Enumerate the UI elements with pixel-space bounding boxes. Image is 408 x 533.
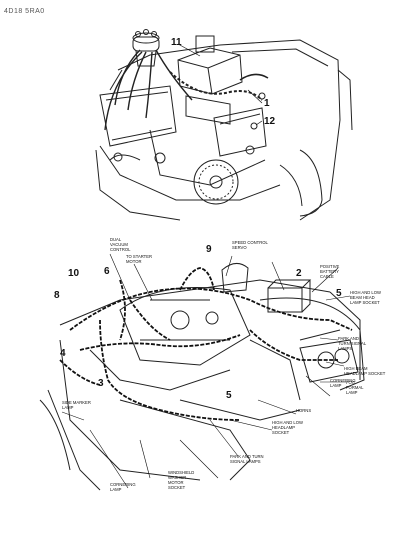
caption-dual-vacuum: DUAL VACUUM CONTROL <box>110 237 131 252</box>
callout-11: 11 <box>171 37 182 48</box>
svg-text:MOTOR: MOTOR <box>126 259 142 264</box>
caption-cornering-left: CORNERING LAMP <box>110 482 136 492</box>
svg-text:SPEED CONTROL: SPEED CONTROL <box>232 240 269 245</box>
caption-horns: HORNS <box>296 408 311 413</box>
callout-1: 1 <box>264 98 270 109</box>
callout-10: 10 <box>68 268 80 279</box>
svg-text:CORNERING: CORNERING <box>110 482 136 487</box>
bottom-engine-illustration <box>39 263 365 491</box>
bottom-leader-lines <box>61 253 351 489</box>
svg-text:LAMP: LAMP <box>110 487 122 492</box>
svg-text:WASHER: WASHER <box>168 475 186 480</box>
caption-fog: FOG FORMAL LAMP <box>346 380 364 395</box>
svg-text:SOCKET: SOCKET <box>272 430 290 435</box>
callout-12: 12 <box>264 116 276 127</box>
svg-text:TURN SIGNAL: TURN SIGNAL <box>338 341 367 346</box>
wiring-harness <box>59 267 353 421</box>
caption-headlamp-high-low: HIGH AND LOW HEADLAMP SOCKET <box>272 420 303 435</box>
svg-text:BEAM HEAD: BEAM HEAD <box>350 295 375 300</box>
svg-text:LAMP SOCKET: LAMP SOCKET <box>350 300 380 305</box>
svg-text:FOG: FOG <box>346 380 355 385</box>
svg-text:SOCKET: SOCKET <box>168 485 186 490</box>
caption-park-turn-lamps: PARK AND TURN SIGNAL LAMPS <box>230 454 264 464</box>
callout-5-top: 5 <box>336 288 342 299</box>
svg-text:SIDE MARKER: SIDE MARKER <box>62 400 91 405</box>
caption-side-marker: SIDE MARKER LAMP <box>62 400 91 410</box>
caption-to-starter: TO STARTER MOTOR <box>126 254 152 264</box>
callout-9: 9 <box>206 244 212 255</box>
svg-text:CONTROL: CONTROL <box>110 247 131 252</box>
svg-text:BATTERY: BATTERY <box>320 269 339 274</box>
svg-text:MOTOR: MOTOR <box>168 480 184 485</box>
svg-text:HIGH AND LOW: HIGH AND LOW <box>272 420 303 425</box>
caption-high-beam-socket: HIGH BEAM HEADLAMP SOCKET <box>344 366 386 376</box>
svg-text:TO STARTER: TO STARTER <box>126 254 152 259</box>
page-code: 4D18 5RA0 <box>4 8 45 15</box>
svg-text:HEADLAMP SOCKET: HEADLAMP SOCKET <box>344 371 386 376</box>
caption-cornering-right: CORNERING LAMP <box>330 378 356 388</box>
callout-8: 8 <box>54 290 60 301</box>
svg-text:SIGNAL LAMPS: SIGNAL LAMPS <box>230 459 261 464</box>
svg-text:PARK AND TURN: PARK AND TURN <box>230 454 264 459</box>
svg-text:CABLE: CABLE <box>320 274 334 279</box>
top-engine-illustration <box>95 29 353 221</box>
svg-text:HIGH BEAM: HIGH BEAM <box>344 366 368 371</box>
svg-text:HORNS: HORNS <box>296 408 311 413</box>
svg-text:SERVO: SERVO <box>232 245 247 250</box>
callout-3: 3 <box>98 378 104 389</box>
svg-text:LAMP: LAMP <box>330 383 342 388</box>
svg-text:FORMAL: FORMAL <box>346 385 364 390</box>
svg-text:HIGH AND LOW: HIGH AND LOW <box>350 290 381 295</box>
svg-text:LAMPS: LAMPS <box>338 346 352 351</box>
top-leader-lines <box>177 43 263 126</box>
svg-text:DUAL: DUAL <box>110 237 122 242</box>
caption-speed-control: SPEED CONTROL SERVO <box>232 240 269 250</box>
svg-text:LAMP: LAMP <box>62 405 74 410</box>
svg-text:HEADLAMP: HEADLAMP <box>272 425 295 430</box>
callout-6: 6 <box>104 266 110 277</box>
svg-text:CORNERING: CORNERING <box>330 378 356 383</box>
svg-text:POSITIVE: POSITIVE <box>320 264 340 269</box>
svg-text:LAMP: LAMP <box>346 390 358 395</box>
svg-text:VACUUM: VACUUM <box>110 242 128 247</box>
callout-5-bottom: 5 <box>226 390 232 401</box>
caption-positive-battery: POSITIVE BATTERY CABLE <box>320 264 340 279</box>
caption-park-turn: PARK AND TURN SIGNAL LAMPS <box>338 336 367 351</box>
callout-4: 4 <box>60 348 66 359</box>
caption-high-low-beam: HIGH AND LOW BEAM HEAD LAMP SOCKET <box>350 290 381 305</box>
caption-windshield-washer: WINDSHIELD WASHER MOTOR SOCKET <box>168 470 194 490</box>
svg-text:WINDSHIELD: WINDSHIELD <box>168 470 194 475</box>
callout-2: 2 <box>296 268 302 279</box>
svg-text:PARK AND: PARK AND <box>338 336 359 341</box>
